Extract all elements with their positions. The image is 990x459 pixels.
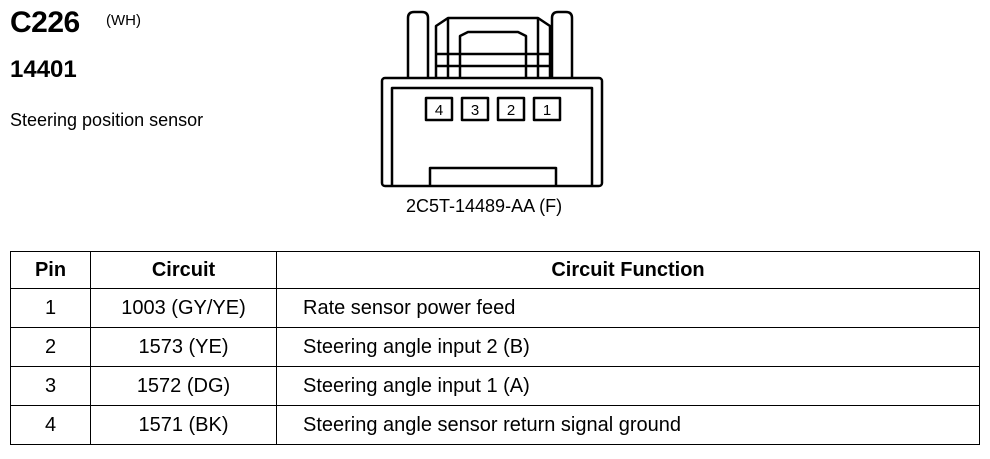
table-header-row: Pin Circuit Circuit Function: [10, 251, 980, 289]
color-code: (WH): [106, 12, 141, 29]
circuit-cell: 1572 (DG): [90, 366, 277, 406]
function-cell: Steering angle input 2 (B): [276, 327, 980, 367]
pinout-table: Pin Circuit Circuit Function 1 1003 (GY/…: [10, 251, 980, 445]
part-number: 14401: [10, 56, 77, 83]
cavity-label-4: 4: [435, 102, 443, 119]
function-cell: Steering angle input 1 (A): [276, 366, 980, 406]
connector-part-number: 2C5T-14489-AA (F): [406, 196, 563, 216]
pin-cell: 3: [10, 366, 91, 406]
circuit-cell: 1571 (BK): [90, 405, 277, 445]
connector-face-diagram: 4 3 2 1: [380, 10, 604, 188]
table-row: 1 1003 (GY/YE) Rate sensor power feed: [10, 288, 980, 328]
pin-cell: 4: [10, 405, 91, 445]
table-row: 3 1572 (DG) Steering angle input 1 (A): [10, 366, 980, 406]
cavity-box-1: [532, 96, 562, 122]
center-lock-key: [434, 16, 552, 78]
component-description: Steering position sensor: [10, 110, 204, 130]
connector-id-text: C226: [10, 6, 80, 39]
cavity-box-2: [496, 96, 526, 122]
connector-inner-wall: [390, 86, 594, 186]
circuit-cell: 1003 (GY/YE): [90, 288, 277, 328]
connector-id: C226: [10, 6, 80, 40]
right-latch-arm: [550, 10, 574, 78]
left-latch-arm: [406, 10, 430, 78]
connector-housing: [380, 76, 604, 188]
table-row: 4 1571 (BK) Steering angle sensor return…: [10, 405, 980, 445]
pin-cell: 2: [10, 327, 91, 367]
header-pin: Pin: [10, 251, 91, 289]
cavity-label-1: 1: [543, 102, 551, 119]
cavity-label-3: 3: [471, 102, 479, 119]
circuit-cell: 1573 (YE): [90, 327, 277, 367]
cavity-box-4: [424, 96, 454, 122]
cavity-box-3: [460, 96, 490, 122]
header-circuit: Circuit: [90, 251, 277, 289]
pin-cell: 1: [10, 288, 91, 328]
header-circuit-function: Circuit Function: [276, 251, 980, 289]
cavity-label-2: 2: [507, 102, 515, 119]
function-cell: Steering angle sensor return signal grou…: [276, 405, 980, 445]
function-cell: Rate sensor power feed: [276, 288, 980, 328]
bottom-key-notch: [428, 166, 558, 186]
table-row: 2 1573 (YE) Steering angle input 2 (B): [10, 327, 980, 367]
